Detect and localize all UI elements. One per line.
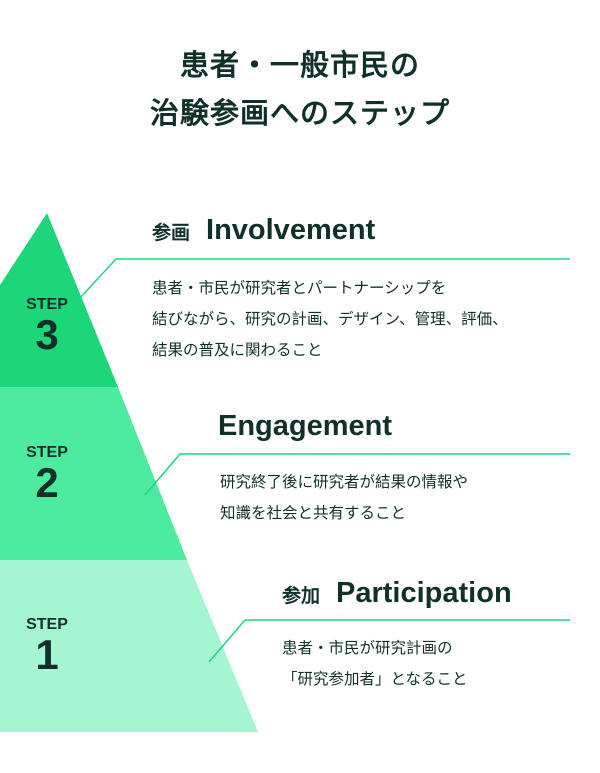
heading-en: Involvement — [206, 214, 376, 246]
step-1-heading: 参加 Participation — [282, 577, 512, 610]
pyramid-tier-2 — [0, 387, 187, 560]
description-line: 患者・市民が研究計画の — [282, 639, 453, 657]
step-label: STEP — [26, 296, 68, 313]
step-1-description: 患者・市民が研究計画の 「研究参加者」となること — [282, 633, 468, 695]
description-line: 知識を社会と共有すること — [220, 504, 407, 522]
description-line: 結びながら、研究の計画、デザイン、管理、評価、 — [152, 310, 508, 328]
connector-line-2 — [144, 453, 570, 496]
step-2-heading: Engagement — [218, 410, 392, 443]
title-line-1: 患者・一般市民の — [179, 48, 420, 82]
heading-en: Participation — [336, 577, 512, 609]
step-number: 1 — [35, 631, 59, 678]
description-line: 「研究参加者」となること — [282, 670, 468, 688]
description-line: 結果の普及に関わること — [152, 341, 323, 359]
step-2-badge: STEP 2 — [17, 444, 77, 504]
step-3-badge: STEP 3 — [17, 296, 77, 356]
connector-line-1 — [208, 619, 570, 663]
pyramid-tier-1 — [0, 560, 258, 732]
step-1-badge: STEP 1 — [17, 616, 77, 676]
step-3-description: 患者・市民が研究者とパートナーシップを 結びながら、研究の計画、デザイン、管理、… — [152, 273, 508, 366]
pyramid-tier-3 — [0, 213, 118, 387]
step-2-description: 研究終了後に研究者が結果の情報や 知識を社会と共有すること — [220, 467, 468, 529]
description-line: 患者・市民が研究者とパートナーシップを — [152, 279, 447, 297]
step-3-heading: 参画 Involvement — [152, 214, 375, 247]
heading-jp: 参加 — [282, 585, 321, 607]
step-label: STEP — [26, 444, 68, 461]
step-number: 3 — [35, 311, 59, 358]
title-line-2: 治験参画へのステップ — [149, 96, 450, 130]
heading-jp: 参画 — [152, 222, 191, 244]
step-label: STEP — [26, 616, 68, 633]
description-line: 研究終了後に研究者が結果の情報や — [220, 473, 469, 491]
step-number: 2 — [35, 459, 59, 506]
connector-line-3 — [79, 258, 570, 299]
heading-en: Engagement — [218, 410, 393, 442]
